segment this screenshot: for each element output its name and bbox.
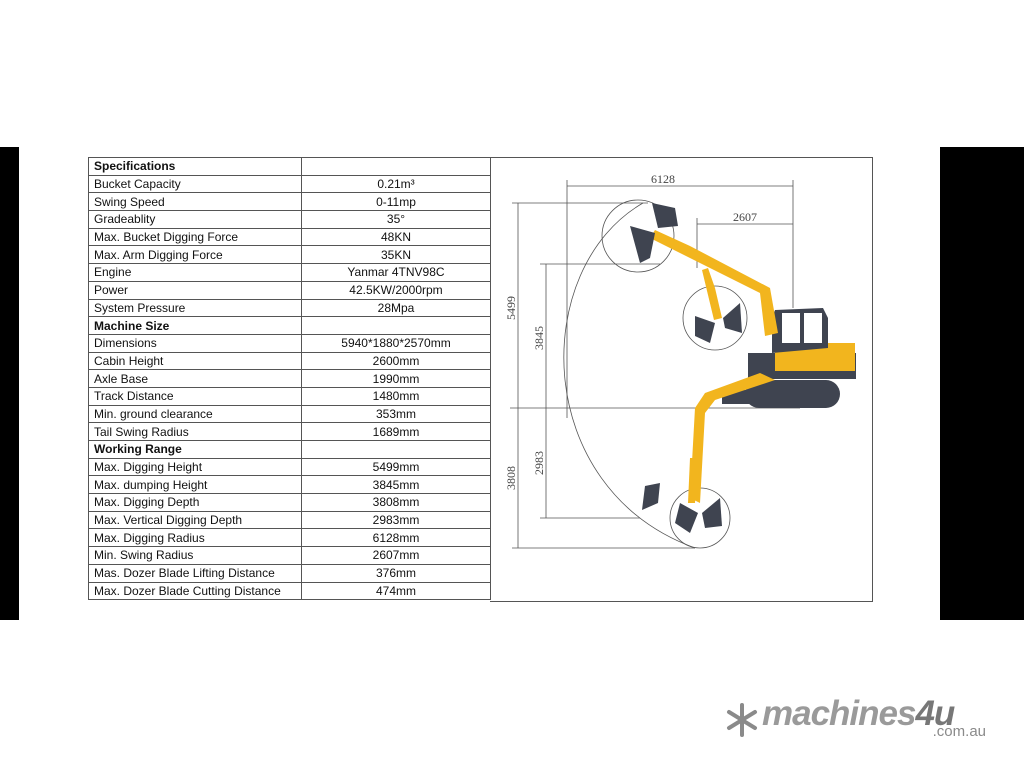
dimension-diagram-cell: 6128 2607 5499 3845 3808 2983 bbox=[490, 157, 873, 602]
spec-value bbox=[301, 440, 491, 459]
spec-label: Max. Digging Height bbox=[88, 457, 302, 477]
spec-label: Working Range bbox=[88, 440, 302, 459]
spec-label: Max. Digging Depth bbox=[88, 493, 302, 512]
spec-label: Tail Swing Radius bbox=[88, 422, 302, 441]
spec-label: Min. Swing Radius bbox=[88, 546, 302, 565]
spec-label: Dimensions bbox=[88, 333, 302, 353]
spec-label: Machine Size bbox=[88, 316, 302, 335]
spec-value: 35° bbox=[301, 210, 491, 229]
spec-value: 0.21m³ bbox=[301, 174, 491, 194]
dim-vdepth: 2983 bbox=[532, 451, 546, 475]
spec-label: Max. Digging Radius bbox=[88, 528, 302, 548]
spec-label: Mas. Dozer Blade Lifting Distance bbox=[88, 563, 302, 583]
spec-label: Specifications bbox=[88, 157, 302, 176]
machines4u-logo[interactable]: machines4u .com.au bbox=[724, 694, 994, 744]
spec-value: 3845mm bbox=[301, 475, 491, 495]
spec-value: 1689mm bbox=[301, 422, 491, 441]
spec-value: 353mm bbox=[301, 404, 491, 424]
spec-label: Gradeablity bbox=[88, 210, 302, 229]
excavator-dimension-diagram: 6128 2607 5499 3845 3808 2983 bbox=[504, 172, 856, 549]
spec-label: Track Distance bbox=[88, 386, 302, 406]
spec-label: Engine bbox=[88, 263, 302, 282]
spec-value: 48KN bbox=[301, 227, 491, 247]
spec-label: Axle Base bbox=[88, 369, 302, 388]
excavator-illustration bbox=[630, 203, 856, 533]
spec-label: Bucket Capacity bbox=[88, 174, 302, 194]
spec-value: 35KN bbox=[301, 245, 491, 265]
spec-label: Min. ground clearance bbox=[88, 404, 302, 424]
spec-value: Yanmar 4TNV98C bbox=[301, 263, 491, 282]
spec-value bbox=[301, 316, 491, 335]
logo-domain: .com.au bbox=[932, 723, 986, 740]
spec-label: Max. Bucket Digging Force bbox=[88, 227, 302, 247]
spec-value: 28Mpa bbox=[301, 298, 491, 318]
spec-value: 1480mm bbox=[301, 386, 491, 406]
dim-swing: 2607 bbox=[733, 210, 757, 224]
spec-value: 2600mm bbox=[301, 351, 491, 371]
dim-depth: 3808 bbox=[504, 466, 518, 490]
dim-radius: 6128 bbox=[651, 172, 675, 186]
logo-number: 4u bbox=[915, 694, 955, 733]
spec-value: 1990mm bbox=[301, 369, 491, 388]
spec-value bbox=[301, 157, 491, 176]
spec-value: 0-11mp bbox=[301, 192, 491, 212]
spec-label: Max. Arm Digging Force bbox=[88, 245, 302, 265]
snowflake-logo-icon bbox=[727, 703, 757, 737]
spec-label: Cabin Height bbox=[88, 351, 302, 371]
spec-value: 6128mm bbox=[301, 528, 491, 548]
spec-label: Power bbox=[88, 280, 302, 300]
spec-value: 42.5KW/2000rpm bbox=[301, 280, 491, 300]
dim-height: 5499 bbox=[504, 296, 518, 320]
spec-value: 376mm bbox=[301, 563, 491, 583]
spec-value: 474mm bbox=[301, 581, 491, 601]
table-section-header: Machine Size bbox=[88, 316, 491, 335]
spec-value: 5499mm bbox=[301, 457, 491, 477]
logo-wordmark: machines4u bbox=[762, 694, 955, 734]
table-section-header: Working Range bbox=[88, 440, 491, 459]
dim-dump: 3845 bbox=[532, 326, 546, 350]
spec-label: Max. Vertical Digging Depth bbox=[88, 510, 302, 530]
spec-label: Max. dumping Height bbox=[88, 475, 302, 495]
spec-label: System Pressure bbox=[88, 298, 302, 318]
spec-value: 3808mm bbox=[301, 493, 491, 512]
spec-label: Max. Dozer Blade Cutting Distance bbox=[88, 581, 302, 601]
table-section-header: Specifications bbox=[88, 157, 491, 176]
spec-value: 5940*1880*2570mm bbox=[301, 333, 491, 353]
spec-label: Swing Speed bbox=[88, 192, 302, 212]
spec-value: 2607mm bbox=[301, 546, 491, 565]
spec-value: 2983mm bbox=[301, 510, 491, 530]
logo-word: machines bbox=[762, 694, 916, 733]
